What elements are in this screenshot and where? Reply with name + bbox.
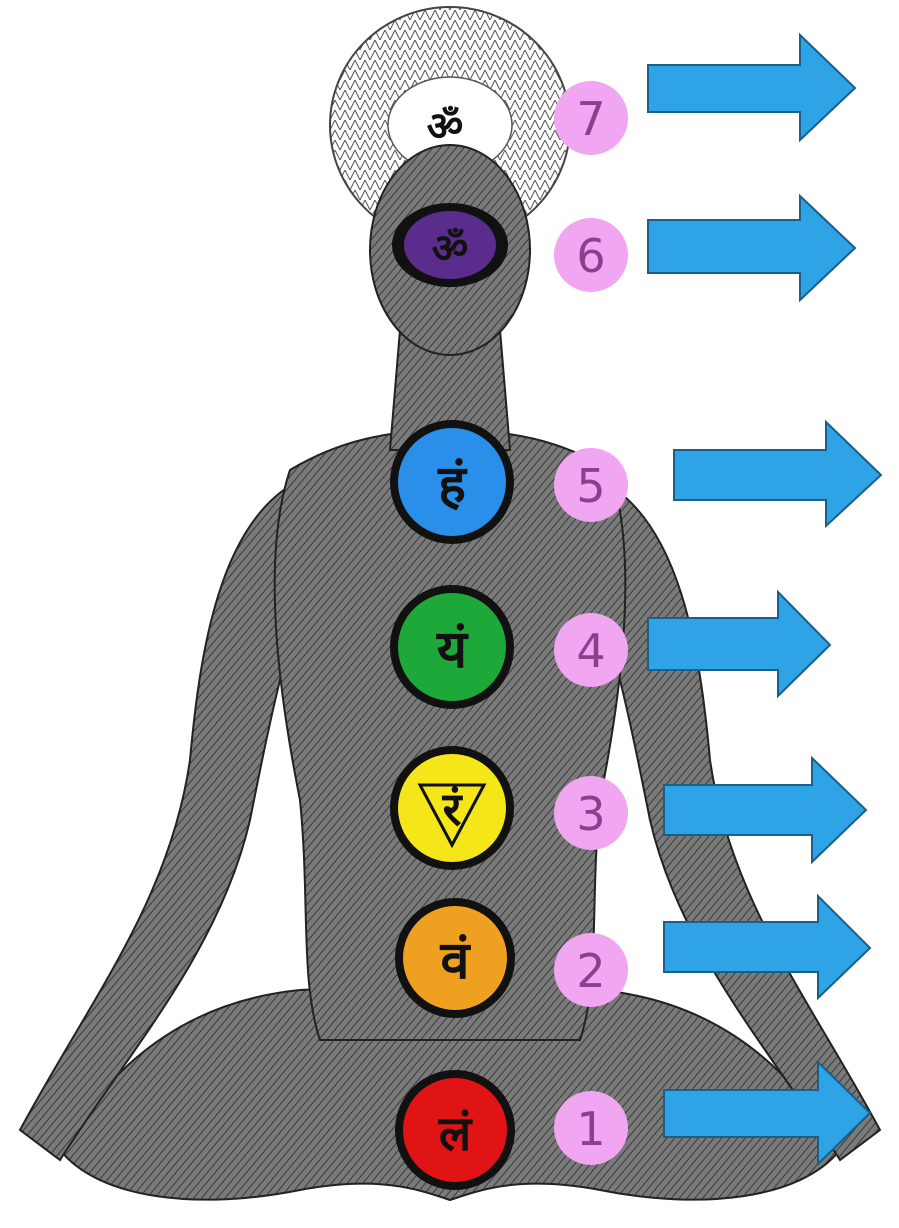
badge-7: 7 xyxy=(554,81,628,155)
chakra-1-symbol: लं xyxy=(438,1106,473,1162)
chakra-3-lotus: रं xyxy=(390,746,514,870)
badge-4-number: 4 xyxy=(576,624,605,678)
crown-om-symbol: ॐ xyxy=(427,104,463,150)
badge-6-number: 6 xyxy=(576,229,605,283)
badge-1-number: 1 xyxy=(576,1102,605,1156)
badge-1: 1 xyxy=(554,1091,628,1165)
badge-5: 5 xyxy=(554,448,628,522)
chakra-4-symbol: यं xyxy=(436,620,469,680)
chakra-5-symbol: हं xyxy=(437,455,468,515)
arrow-5 xyxy=(674,422,881,526)
chakra-6-lotus: ॐ xyxy=(392,203,508,287)
badge-2-number: 2 xyxy=(576,944,605,998)
chakra-5-lotus: हं xyxy=(390,420,514,544)
badge-3-number: 3 xyxy=(576,787,605,841)
chakra-2-lotus: वं xyxy=(395,898,515,1018)
chakra-6-symbol: ॐ xyxy=(432,226,468,272)
arrow-7 xyxy=(648,35,855,140)
badge-2: 2 xyxy=(554,933,628,1007)
chakra-4-lotus: यं xyxy=(390,585,514,709)
chakra-1-lotus: लं xyxy=(395,1070,515,1190)
badge-7-number: 7 xyxy=(576,92,605,146)
arrow-6 xyxy=(648,196,855,300)
chakra-3-symbol: रं xyxy=(442,782,464,836)
badge-3: 3 xyxy=(554,776,628,850)
badge-6: 6 xyxy=(554,218,628,292)
badge-5-number: 5 xyxy=(576,459,605,513)
badge-4: 4 xyxy=(554,613,628,687)
chakra-2-symbol: वं xyxy=(440,931,472,991)
